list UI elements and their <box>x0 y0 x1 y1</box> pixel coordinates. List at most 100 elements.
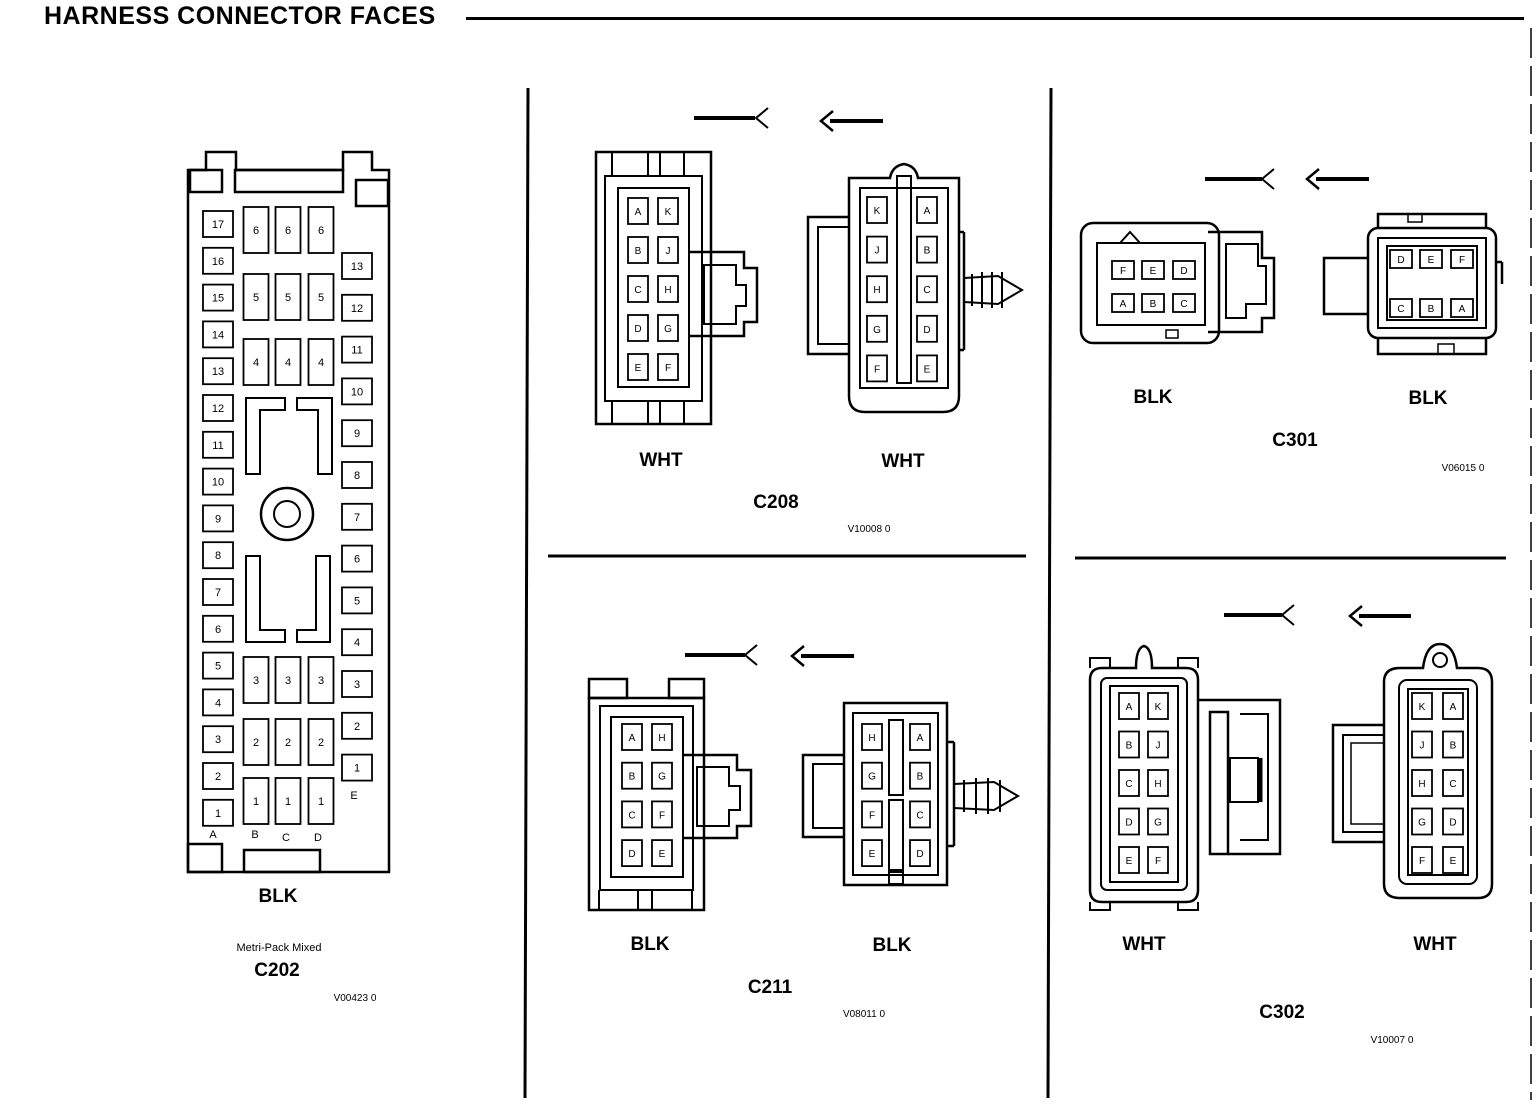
c202-cavity-d5-cavity <box>307 273 335 321</box>
c301-left-pin-b-cavity <box>1141 293 1165 313</box>
c208-left-pin-b-cavity <box>627 236 649 264</box>
c301-left-pin-e: E <box>1141 260 1165 280</box>
c301-right-pin-e-cavity <box>1419 249 1443 269</box>
c208-left-pin-c-cavity <box>627 275 649 303</box>
c202-cavity-e13: 13 <box>341 252 373 280</box>
c208-right-pin-a-cavity <box>916 196 938 224</box>
c202-cavity-e4: 4 <box>341 628 373 657</box>
c302-left-pin-k: K <box>1147 692 1169 720</box>
c202-cavity-a13-label: 13 <box>212 366 224 378</box>
c211-left-pin-f: F <box>651 800 673 829</box>
c208-left-pin-c: C <box>627 275 649 303</box>
c208-right-pin-f-cavity <box>866 354 888 383</box>
c302-right-pin-f: F <box>1411 846 1433 874</box>
c202-cavity-d2-label: 2 <box>318 737 324 749</box>
c301-left-pin-e-cavity <box>1141 260 1165 280</box>
c208-left-pin-h-cavity <box>657 275 679 303</box>
c208-left-pin-e-cavity <box>627 353 649 381</box>
c202-cavity-a1-label: 1 <box>215 808 221 820</box>
c202-center-post-outer <box>259 486 315 542</box>
c202-cavity-e6-label: 6 <box>354 554 360 566</box>
c202-cavity-e7-label: 7 <box>354 512 360 524</box>
c302-left-pin-b-label: B <box>1126 741 1133 752</box>
c202-cavity-b4-label: 4 <box>253 357 259 369</box>
c202-cavity-b3: 3 <box>242 656 270 704</box>
c208-right-pin-h: H <box>866 275 888 304</box>
c302-left-pin-f: F <box>1147 846 1169 874</box>
c202-cavity-d4: 4 <box>307 338 335 386</box>
c211-right-pin-b-label: B <box>917 772 924 783</box>
c208-left-pin-g: G <box>657 314 679 342</box>
c208-right-pin-f: F <box>866 354 888 383</box>
c202-cavity-a15-label: 15 <box>212 293 224 305</box>
c202-cavity-c2-cavity <box>274 718 302 766</box>
c202-cavity-a17: 17 <box>202 210 234 238</box>
c202-cavity-a10-label: 10 <box>212 477 224 489</box>
c202-cavity-a14-label: 14 <box>212 329 224 341</box>
c208-right-pin-j-cavity <box>866 235 888 264</box>
c202-cavity-a4-cavity <box>202 688 234 717</box>
c211-left-pin-h-cavity <box>651 723 673 751</box>
c202-cavity-d2-cavity <box>307 718 335 766</box>
c202-cavity-a8-label: 8 <box>215 550 221 562</box>
c211-left-housing <box>587 677 753 912</box>
c302-left-pin-j-cavity <box>1147 730 1169 759</box>
c202-column-label: E <box>350 790 357 802</box>
c211-right-pin-g: G <box>861 761 883 790</box>
c202-cavity-a9: 9 <box>202 504 234 533</box>
c202-cavity-e7: 7 <box>341 502 373 531</box>
c302-left-pin-e-cavity <box>1118 846 1140 874</box>
c208-right-pin-c-label: C <box>923 285 930 296</box>
c301-right-pin-c-label: C <box>1397 304 1404 315</box>
c208-right-pin-e-label: E <box>924 364 931 375</box>
c202-cavity-b5-label: 5 <box>253 292 259 304</box>
c301-right-pin-a: A <box>1450 298 1474 318</box>
c302-left-pin-a: A <box>1118 692 1140 720</box>
panel-dividers <box>523 87 1506 1099</box>
c302-right-pin-d: D <box>1442 807 1464 836</box>
c202-cavity-d5: 5 <box>307 273 335 321</box>
c302-left-pin-j-label: J <box>1156 741 1161 752</box>
c302-left-pin-a-label: A <box>1126 702 1133 713</box>
c202-cavity-b6: 6 <box>242 206 270 254</box>
c301-right-pin-c-cavity <box>1389 298 1413 318</box>
c302-left-pin-c: C <box>1118 769 1140 797</box>
c202-cavity-d6-cavity <box>307 206 335 254</box>
c202-cavity-e10: 10 <box>341 377 373 406</box>
c202-cavity-a16-label: 16 <box>212 256 224 268</box>
c301-left-pin-f: F <box>1111 260 1135 280</box>
c202-cavity-a1: 1 <box>202 798 234 827</box>
c208-left-pin-d: D <box>627 314 649 342</box>
c202-cavity-c6-label: 6 <box>285 225 291 237</box>
c211-right-pin-g-cavity <box>861 761 883 790</box>
c302-right-pin-k-cavity <box>1411 692 1433 720</box>
c202-cavity-b1: 1 <box>242 777 270 825</box>
c208-right-pin-j-label: J <box>875 246 880 257</box>
c211-right-pin-g-label: G <box>868 772 876 783</box>
c202-cavity-c6-cavity <box>274 206 302 254</box>
c202-center-post-inner <box>273 500 301 528</box>
c202-cavity-a12: 12 <box>202 394 234 422</box>
c202-cavity-e3-cavity <box>341 670 373 698</box>
c202-cavity-c1: 1 <box>274 777 302 825</box>
c202-cavity-c1-label: 1 <box>285 796 291 808</box>
c302-left-pin-c-cavity <box>1118 769 1140 797</box>
c301-left-pin-c: C <box>1172 293 1196 313</box>
c211-right-pin-b-cavity <box>909 761 931 790</box>
c302-left-pin-b-cavity <box>1118 730 1140 759</box>
c202-cavity-b3-label: 3 <box>253 675 259 687</box>
c301-left-pin-b: B <box>1141 293 1165 313</box>
c202-cavity-c3: 3 <box>274 656 302 704</box>
c208-left-pin-h: H <box>657 275 679 303</box>
c301-right-housing <box>1322 212 1504 356</box>
c208-left-pin-f-label: F <box>665 363 671 374</box>
c202-cavity-e6-cavity <box>341 544 373 573</box>
c302-connector-id: C302 <box>1259 1002 1304 1023</box>
c211-right-housing <box>801 701 1020 887</box>
c208-left-pin-k-label: K <box>665 207 672 218</box>
c208-right-pin-d-label: D <box>923 325 930 336</box>
